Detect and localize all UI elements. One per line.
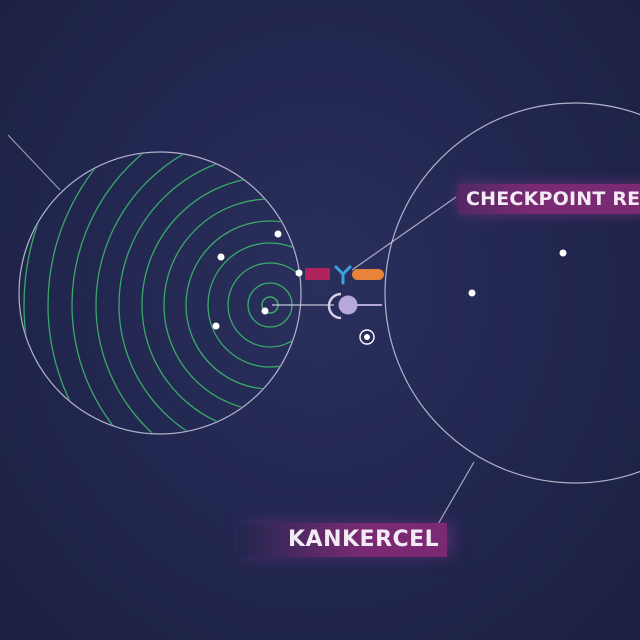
left-cell-dot <box>261 307 269 315</box>
wave-ring <box>207 242 300 368</box>
left-cell-dot <box>274 230 282 238</box>
t-cell-receptor <box>305 268 330 280</box>
wave-ring <box>47 153 300 433</box>
left-cell-outline <box>18 151 302 435</box>
checkpoint-pointer-line <box>351 196 457 271</box>
ring-dot-inner <box>364 334 370 340</box>
wave-ring <box>227 262 300 348</box>
cancer-cell-dot <box>468 289 476 297</box>
left-cell-dot <box>217 253 225 261</box>
checkpoint-label: CHECKPOINT REMME <box>458 184 640 214</box>
left-cell-dot <box>295 269 303 277</box>
wave-ring <box>23 153 300 433</box>
lavender-molecule <box>338 295 358 315</box>
lavender-cup-icon <box>327 292 342 320</box>
wave-ring <box>95 153 300 433</box>
activation-wave-rings <box>23 153 300 433</box>
cancer-cell-label: KANKERCEL <box>238 523 448 557</box>
ring-dot-outer <box>359 329 375 345</box>
antibody-icon <box>334 265 352 285</box>
cancer-cell-dot <box>559 249 567 257</box>
cancer-cell-ligand <box>352 269 384 280</box>
left-cell-dot <box>212 322 220 330</box>
cancer-cell-outline <box>384 102 640 484</box>
wave-ring <box>71 153 300 433</box>
left-cell-pointer-line <box>7 134 61 191</box>
